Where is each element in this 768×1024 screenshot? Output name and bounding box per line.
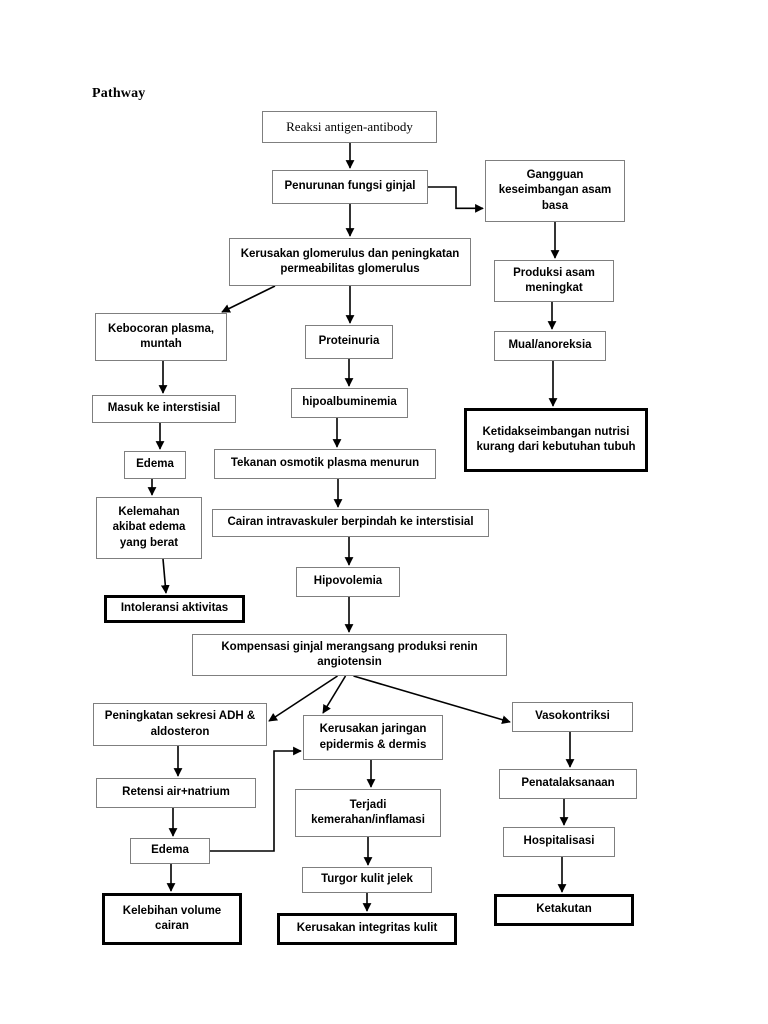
node-label-penatalaksanaan: Penatalaksanaan bbox=[521, 777, 615, 790]
node-intoleransi: Intoleransi aktivitas bbox=[104, 595, 245, 623]
node-label-intoleransi: Intoleransi aktivitas bbox=[120, 602, 229, 615]
node-label-edema1: Edema bbox=[136, 458, 174, 471]
node-label-reaksi: Reaksi antigen-antibody bbox=[286, 119, 413, 135]
node-label-kerusakan_kulit: Kerusakan integritas kulit bbox=[296, 922, 438, 935]
node-label-hipovolemia: Hipovolemia bbox=[313, 575, 383, 588]
node-label-terjadi: Terjadi kemerahan/inflamasi bbox=[311, 798, 425, 826]
edge-penurunan-to-gangguan bbox=[428, 186, 484, 213]
edge-kelemahan-to-intoleransi bbox=[160, 558, 170, 594]
node-proteinuria: Proteinuria bbox=[305, 325, 393, 359]
node-label-ketidak_nutrisi: Ketidakseimbangan nutrisi kurang dari ke… bbox=[476, 425, 636, 453]
node-label-tekanan: Tekanan osmotik plasma menurun bbox=[230, 457, 420, 470]
node-label-peningkatan_adh: Peningkatan sekresi ADH & aldosteron bbox=[104, 710, 256, 738]
node-turgor: Turgor kulit jelek bbox=[302, 867, 432, 893]
node-edema2: Edema bbox=[130, 838, 210, 864]
node-kelebihan: Kelebihan volume cairan bbox=[102, 893, 242, 945]
node-label-edema2: Edema bbox=[151, 844, 189, 857]
node-kelemahan: Kelemahan akibat edema yang berat bbox=[96, 497, 202, 559]
node-kerusakan_kulit: Kerusakan integritas kulit bbox=[277, 913, 457, 945]
node-tekanan: Tekanan osmotik plasma menurun bbox=[214, 449, 436, 479]
node-label-cairan_intra: Cairan intravaskuler berpindah ke inters… bbox=[227, 516, 474, 529]
node-reaksi: Reaksi antigen-antibody bbox=[262, 111, 437, 143]
node-hipoalbumin: hipoalbuminemia bbox=[291, 388, 408, 418]
edge-kompensasi-to-kerusakan_jar bbox=[322, 675, 347, 714]
node-hospitalisasi: Hospitalisasi bbox=[503, 827, 615, 857]
node-kebocoran: Kebocoran plasma, muntah bbox=[95, 313, 227, 361]
node-label-gangguan: Gangguan keseimbangan asam basa bbox=[498, 169, 612, 212]
node-terjadi: Terjadi kemerahan/inflamasi bbox=[295, 789, 441, 837]
node-label-hipoalbumin: hipoalbuminemia bbox=[302, 396, 397, 409]
node-kompensasi: Kompensasi ginjal merangsang produksi re… bbox=[192, 634, 507, 676]
page-title: Pathway bbox=[92, 86, 146, 101]
node-label-kompensasi: Kompensasi ginjal merangsang produksi re… bbox=[221, 640, 478, 668]
node-vasokontriksi: Vasokontriksi bbox=[512, 702, 633, 732]
node-peningkatan_adh: Peningkatan sekresi ADH & aldosteron bbox=[93, 703, 267, 746]
node-mual: Mual/anoreksia bbox=[494, 331, 606, 361]
node-label-hospitalisasi: Hospitalisasi bbox=[523, 835, 595, 848]
edge-kerusakan_glom-to-kebocoran bbox=[221, 285, 276, 313]
node-kerusakan_jar: Kerusakan jaringan epidermis & dermis bbox=[303, 715, 443, 760]
node-kerusakan_glom: Kerusakan glomerulus dan peningkatan per… bbox=[229, 238, 471, 286]
node-label-kerusakan_glom: Kerusakan glomerulus dan peningkatan per… bbox=[240, 247, 460, 275]
node-label-kelebihan: Kelebihan volume cairan bbox=[122, 904, 222, 932]
node-ketakutan: Ketakutan bbox=[494, 894, 634, 926]
node-gangguan: Gangguan keseimbangan asam basa bbox=[485, 160, 625, 222]
node-penurunan: Penurunan fungsi ginjal bbox=[272, 170, 428, 204]
node-label-masuk: Masuk ke interstisial bbox=[107, 402, 221, 415]
node-label-kebocoran: Kebocoran plasma, muntah bbox=[107, 322, 215, 350]
node-label-kelemahan: Kelemahan akibat edema yang berat bbox=[112, 506, 186, 549]
node-penatalaksanaan: Penatalaksanaan bbox=[499, 769, 637, 799]
node-label-turgor: Turgor kulit jelek bbox=[321, 873, 413, 886]
node-label-kerusakan_jar: Kerusakan jaringan epidermis & dermis bbox=[319, 723, 427, 751]
node-label-mual: Mual/anoreksia bbox=[508, 339, 592, 352]
node-label-proteinuria: Proteinuria bbox=[318, 335, 380, 348]
node-hipovolemia: Hipovolemia bbox=[296, 567, 400, 597]
node-label-penurunan: Penurunan fungsi ginjal bbox=[284, 180, 416, 193]
node-produksi_asam: Produksi asam meningkat bbox=[494, 260, 614, 302]
node-edema1: Edema bbox=[124, 451, 186, 479]
node-masuk: Masuk ke interstisial bbox=[92, 395, 236, 423]
node-label-vasokontriksi: Vasokontriksi bbox=[535, 710, 610, 723]
node-label-produksi_asam: Produksi asam meningkat bbox=[513, 266, 595, 294]
node-label-retensi: Retensi air+natrium bbox=[122, 786, 230, 799]
node-label-ketakutan: Ketakutan bbox=[536, 903, 592, 916]
node-retensi: Retensi air+natrium bbox=[96, 778, 256, 808]
node-ketidak_nutrisi: Ketidakseimbangan nutrisi kurang dari ke… bbox=[464, 408, 648, 472]
node-cairan_intra: Cairan intravaskuler berpindah ke inters… bbox=[212, 509, 489, 537]
